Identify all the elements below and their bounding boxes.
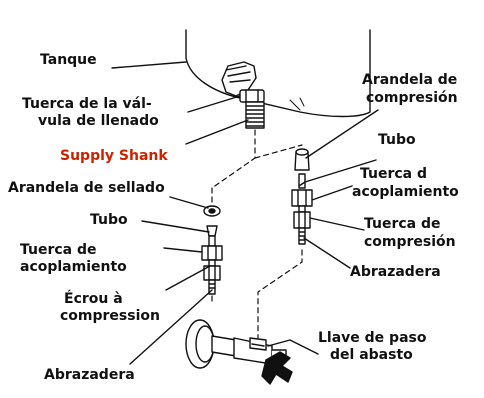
label-tank: Tanque	[40, 52, 97, 68]
label-coupling-nut-right-line1: Tuerca d	[360, 166, 428, 182]
leader-lines	[111, 61, 379, 365]
label-tube-right: Tubo	[378, 132, 416, 148]
fill-valve-nut-shape	[239, 89, 265, 103]
leader-compression-right	[309, 217, 365, 231]
left-compression-nut	[203, 259, 221, 281]
label-coupling-nut-left-line2: acoplamiento	[20, 259, 127, 275]
label-coupling-nut-right-line2: acoplamiento	[352, 184, 459, 200]
label-supply-shank: Supply Shank	[60, 148, 168, 164]
supply-stop-valve	[185, 319, 293, 385]
right-clamp	[298, 227, 306, 245]
leader-clamp-right	[303, 237, 351, 269]
label-coupling-nut-left-line1: Tuerca de	[20, 242, 97, 258]
leader-compression-left	[165, 265, 211, 291]
assembly-guide-lines	[211, 129, 303, 339]
supply-shank-shape	[245, 101, 265, 129]
leader-tank	[111, 61, 187, 69]
leader-sealing-washer	[169, 196, 209, 209]
leader-coupling-left	[163, 247, 203, 253]
label-supply-valve-line1: Llave de paso	[318, 330, 427, 346]
label-supply-valve-line2: del abasto	[330, 347, 413, 363]
label-clamp-left: Abrazadera	[44, 367, 135, 383]
right-compression-nut	[293, 205, 311, 229]
right-tube	[298, 173, 306, 189]
left-tube-cone	[206, 225, 218, 247]
label-compression-washer-line2: compresión	[366, 90, 458, 106]
right-coupling-nut	[291, 189, 313, 207]
label-compression-nut-right-line2: compresión	[364, 234, 456, 250]
label-compression-washer-line1: Arandela de	[362, 72, 458, 88]
leader-fill-valve-nut	[187, 95, 241, 113]
left-coupling-nut	[201, 245, 223, 261]
label-sealing-washer: Arandela de sellado	[8, 180, 165, 196]
label-fill-valve-nut-line1: Tuerca de la vál-	[22, 96, 152, 112]
label-tube-left: Tubo	[90, 212, 128, 228]
label-compression-nut-left-line2: compression	[60, 308, 160, 324]
leader-supply-shank	[185, 119, 249, 145]
fill-valve-bracket	[221, 61, 257, 97]
label-compression-nut-left-line1: Écrou à	[64, 291, 123, 307]
leader-tube-left	[141, 220, 210, 233]
label-fill-valve-nut-line2: vula de llenado	[38, 113, 159, 129]
right-compression-washer	[294, 148, 310, 171]
leader-clamp-left	[129, 289, 213, 365]
left-clamp	[208, 279, 216, 295]
label-compression-nut-right-line1: Tuerca de	[364, 216, 441, 232]
label-clamp-right: Abrazadera	[350, 264, 441, 280]
leader-tube-right	[304, 159, 377, 183]
leader-coupling-right	[311, 185, 353, 201]
toilet-tank	[185, 29, 371, 118]
leader-compression-washer	[305, 109, 379, 159]
leader-supply-valve	[267, 339, 319, 355]
